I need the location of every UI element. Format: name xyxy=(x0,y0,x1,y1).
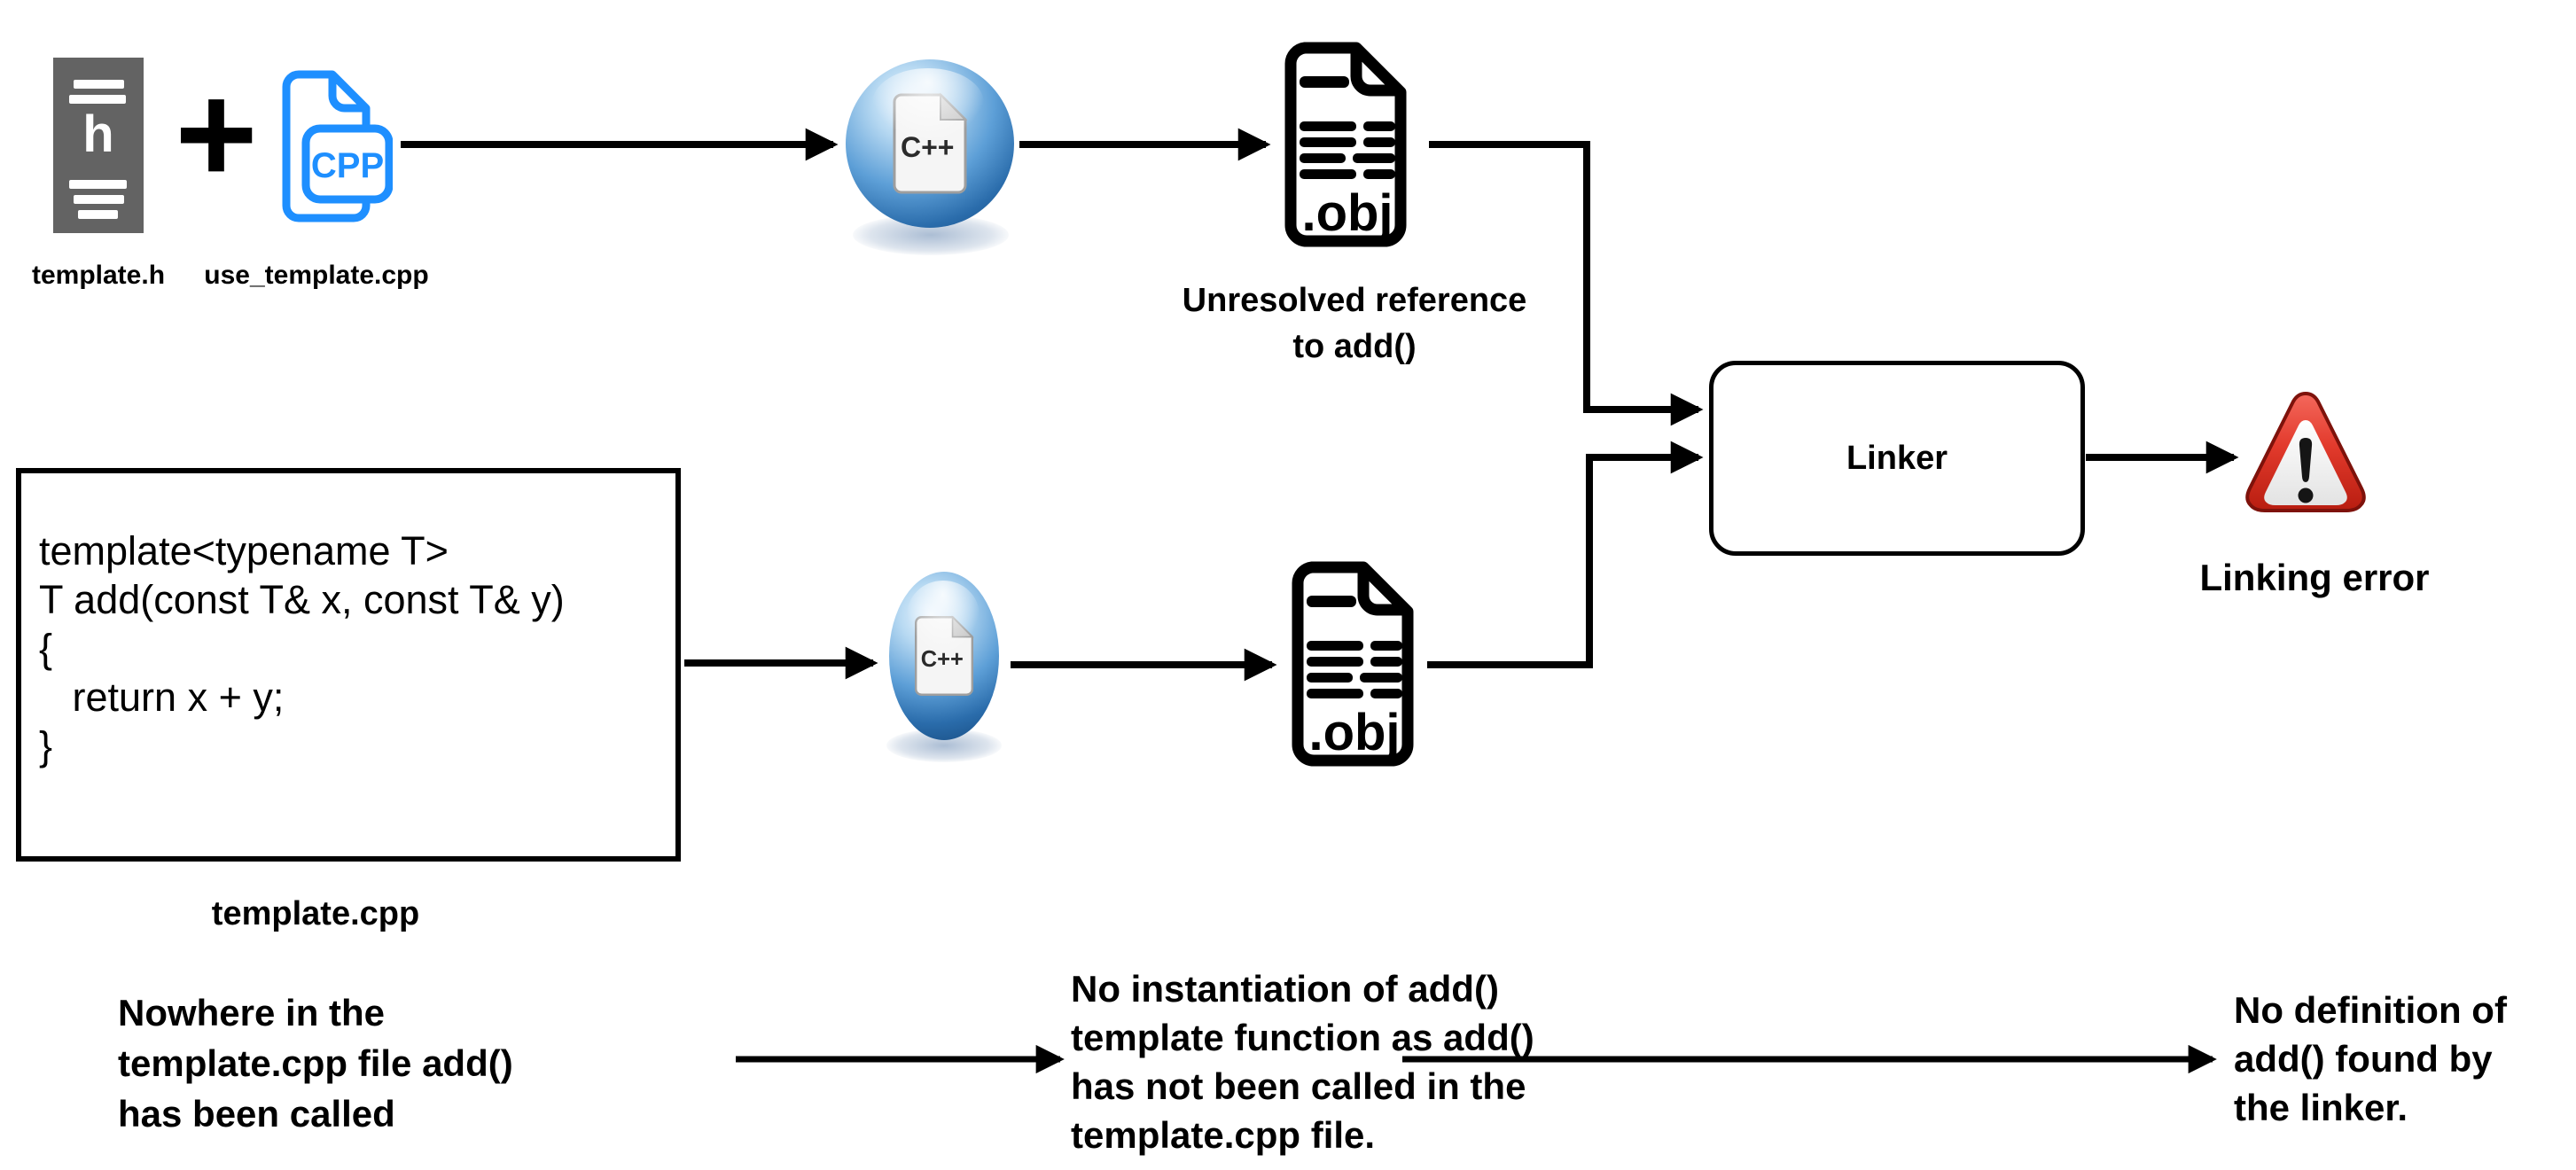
compiler1-doc: C++ xyxy=(893,92,968,194)
code-line: { xyxy=(39,626,53,671)
template-cpp-code-box: template<typename T> T add(const T& x, c… xyxy=(16,468,681,862)
warning-icon xyxy=(2245,392,2366,512)
compiler1-icon: C++ xyxy=(846,59,1014,228)
note-right: No definition of add() found by the link… xyxy=(2234,986,2507,1132)
object-file1-text: .obj xyxy=(1301,184,1393,242)
note-left-line: template.cpp file add() xyxy=(118,1042,513,1084)
note-middle: No instantiation of add() template funct… xyxy=(1071,964,1534,1159)
cpp-file-icon: CPP xyxy=(282,70,393,222)
object-file1-icon: .obj xyxy=(1284,42,1407,247)
note-right-line: add() found by xyxy=(2234,1038,2493,1080)
header-file-label: template.h xyxy=(31,261,166,290)
compiler2-doc: C++ xyxy=(914,615,974,696)
header-file-letter: h xyxy=(82,105,114,163)
user-source-label: use_template.cpp xyxy=(204,261,429,290)
code-line: template<typename T> xyxy=(39,528,449,573)
object-file2-icon: .obj xyxy=(1292,561,1414,767)
compiler2-doc-text: C++ xyxy=(921,647,964,672)
note-middle-line: template function as add() xyxy=(1071,1017,1534,1058)
template-cpp-label: template.cpp xyxy=(211,895,420,932)
unresolved-note-line1: Unresolved reference xyxy=(1182,282,1527,319)
note-left-line: has been called xyxy=(118,1093,395,1135)
plus-sign: + xyxy=(175,53,258,213)
code-line: } xyxy=(39,723,53,768)
code-line: T add(const T& x, const T& y) xyxy=(39,577,565,622)
unresolved-note-line2: to add() xyxy=(1292,328,1417,365)
linking-error-label: Linking error xyxy=(2199,557,2430,598)
object-file2-text: .obj xyxy=(1308,704,1400,761)
header-file-icon: h xyxy=(53,58,144,233)
linker-box: Linker xyxy=(1709,361,2085,556)
note-middle-line: No instantiation of add() xyxy=(1071,968,1499,1010)
note-right-line: No definition of xyxy=(2234,989,2507,1031)
note-right-line: the linker. xyxy=(2234,1087,2408,1128)
arrow-obj2-to-linker xyxy=(1427,441,1704,668)
note-left-line: Nowhere in the xyxy=(118,992,386,1034)
cpp-badge-text: CPP xyxy=(311,146,384,185)
note-middle-line: template.cpp file. xyxy=(1071,1114,1376,1156)
arrow-obj1-to-linker xyxy=(1429,141,1704,426)
note-middle-line: has not been called in the xyxy=(1071,1065,1526,1107)
compiler2-icon: C++ xyxy=(889,572,999,740)
compiler1-doc-text: C++ xyxy=(901,131,954,163)
code-line: return x + y; xyxy=(39,675,285,720)
note-left: Nowhere in the template.cpp file add() h… xyxy=(118,987,513,1139)
linker-label: Linker xyxy=(1846,439,1948,477)
